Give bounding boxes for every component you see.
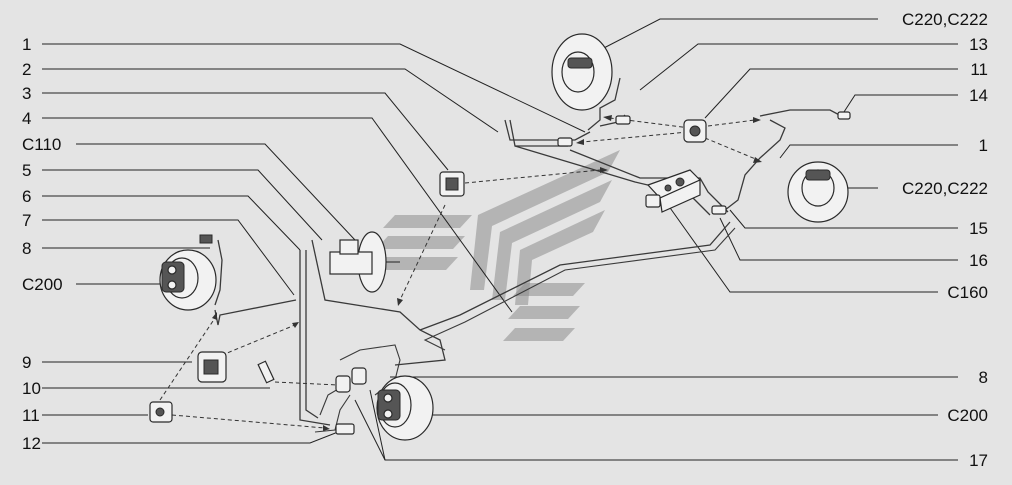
- callout-label: 6: [22, 187, 31, 206]
- callout-label: 4: [22, 109, 31, 128]
- leader-lines-right: [354, 18, 958, 461]
- callout-label: 17: [969, 451, 988, 470]
- callout-label: C220,C222: [902, 10, 988, 29]
- callout-label: 2: [22, 60, 31, 79]
- callout-label: 13: [969, 35, 988, 54]
- callout-labels-right: C220,C222 13 11 14 1 C220,C222 15 16 C16…: [902, 10, 988, 470]
- front-left-brake-disc: [159, 234, 217, 311]
- callout-label: 8: [979, 368, 988, 387]
- callout-label: C220,C222: [902, 179, 988, 198]
- callout-label: 9: [22, 353, 31, 372]
- callout-label: 15: [969, 219, 988, 238]
- callout-label: 3: [22, 84, 31, 103]
- callout-label: 1: [22, 35, 31, 54]
- brake-pipes: [214, 77, 846, 433]
- callout-label: 11: [22, 406, 40, 425]
- callout-label: 14: [969, 86, 988, 105]
- brake-master-cylinder: [329, 231, 400, 293]
- watermark-logo: [370, 150, 620, 341]
- leader-lines-left: [42, 43, 586, 444]
- callout-label: C160: [947, 283, 988, 302]
- front-right-brake-disc: [376, 375, 434, 441]
- callout-label: 8: [22, 239, 31, 258]
- assembly-dashed-lines: [159, 115, 762, 431]
- callout-label: C200: [22, 275, 63, 294]
- brackets-and-clips: [149, 111, 851, 435]
- rear-left-drum-brake: [551, 33, 613, 111]
- pressure-regulator: [645, 169, 702, 213]
- callout-label: 16: [969, 251, 988, 270]
- callout-label: 1: [979, 136, 988, 155]
- callout-label: C200: [947, 406, 988, 425]
- callout-labels-left: 1 2 3 4 C110 5 6 7 8 C200 9 10 11 12: [22, 35, 63, 453]
- callout-label: 7: [22, 211, 31, 230]
- rear-right-drum-brake: [787, 161, 849, 223]
- callout-label: 11: [970, 60, 988, 79]
- callout-label: 12: [22, 434, 41, 453]
- callout-label: C110: [22, 135, 61, 154]
- callout-label: 10: [22, 379, 41, 398]
- callout-label: 5: [22, 161, 31, 180]
